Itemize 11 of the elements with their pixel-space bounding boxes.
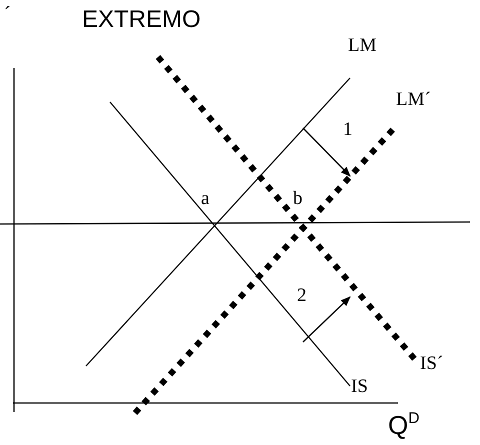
chart-title: EXTREMO bbox=[82, 8, 201, 32]
curve-label: IS´ bbox=[420, 354, 444, 373]
point-label: b bbox=[293, 189, 302, 208]
curve-label: LM´ bbox=[396, 90, 431, 109]
curve-label: LM bbox=[348, 36, 376, 55]
shift-number: 1 bbox=[343, 120, 352, 139]
point-label: a bbox=[201, 189, 210, 208]
prime-mark: ´ bbox=[4, 4, 11, 24]
curve-label: IS bbox=[351, 377, 368, 396]
axis-label: Q$^{D}$ bbox=[388, 412, 420, 438]
shift-number: 2 bbox=[297, 286, 306, 305]
